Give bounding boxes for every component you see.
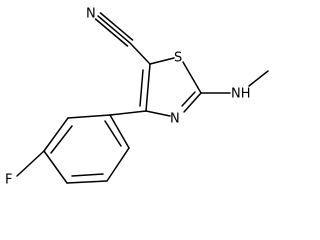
chemical-structure: N S N NH F bbox=[5, 6, 269, 188]
c5-s-bond bbox=[149, 57, 175, 65]
phenyl-double-3 bbox=[104, 120, 122, 147]
c4-phenyl-bond bbox=[109, 110, 147, 116]
atom-labels: N S N NH F bbox=[5, 7, 251, 188]
phenyl-bond-6 bbox=[109, 114, 130, 149]
n3-c4-bond bbox=[145, 110, 171, 117]
c5-cn-bond bbox=[129, 42, 151, 65]
bonds bbox=[16, 12, 269, 184]
c2-n3-double bbox=[181, 91, 196, 107]
c2-n3-bond bbox=[183, 92, 202, 113]
ring-s-label: S bbox=[174, 51, 182, 66]
ring-n-label: N bbox=[170, 112, 180, 127]
s-c2-bond bbox=[182, 61, 202, 94]
phenyl-bond-4 bbox=[66, 180, 108, 184]
nitrile-bond-1 bbox=[97, 15, 131, 44]
nitrile-bond-2 bbox=[99, 12, 134, 41]
phenyl-bond-3 bbox=[43, 150, 68, 184]
nh-methyl-bond bbox=[248, 70, 269, 87]
phenyl-bond-1 bbox=[67, 114, 111, 119]
phenyl-double-2 bbox=[71, 173, 104, 177]
fluorine-label: F bbox=[5, 173, 12, 188]
c-f-bond bbox=[16, 150, 45, 177]
phenyl-double-1 bbox=[50, 125, 73, 154]
nitrile-n-label: N bbox=[86, 7, 96, 22]
c4-c5-double bbox=[139, 69, 144, 107]
phenyl-bond-2 bbox=[43, 117, 69, 152]
amine-label: NH bbox=[231, 87, 251, 102]
phenyl-bond-5 bbox=[106, 147, 130, 182]
c4-c5-bond bbox=[145, 63, 151, 112]
nitrile-bond-3 bbox=[94, 18, 129, 47]
